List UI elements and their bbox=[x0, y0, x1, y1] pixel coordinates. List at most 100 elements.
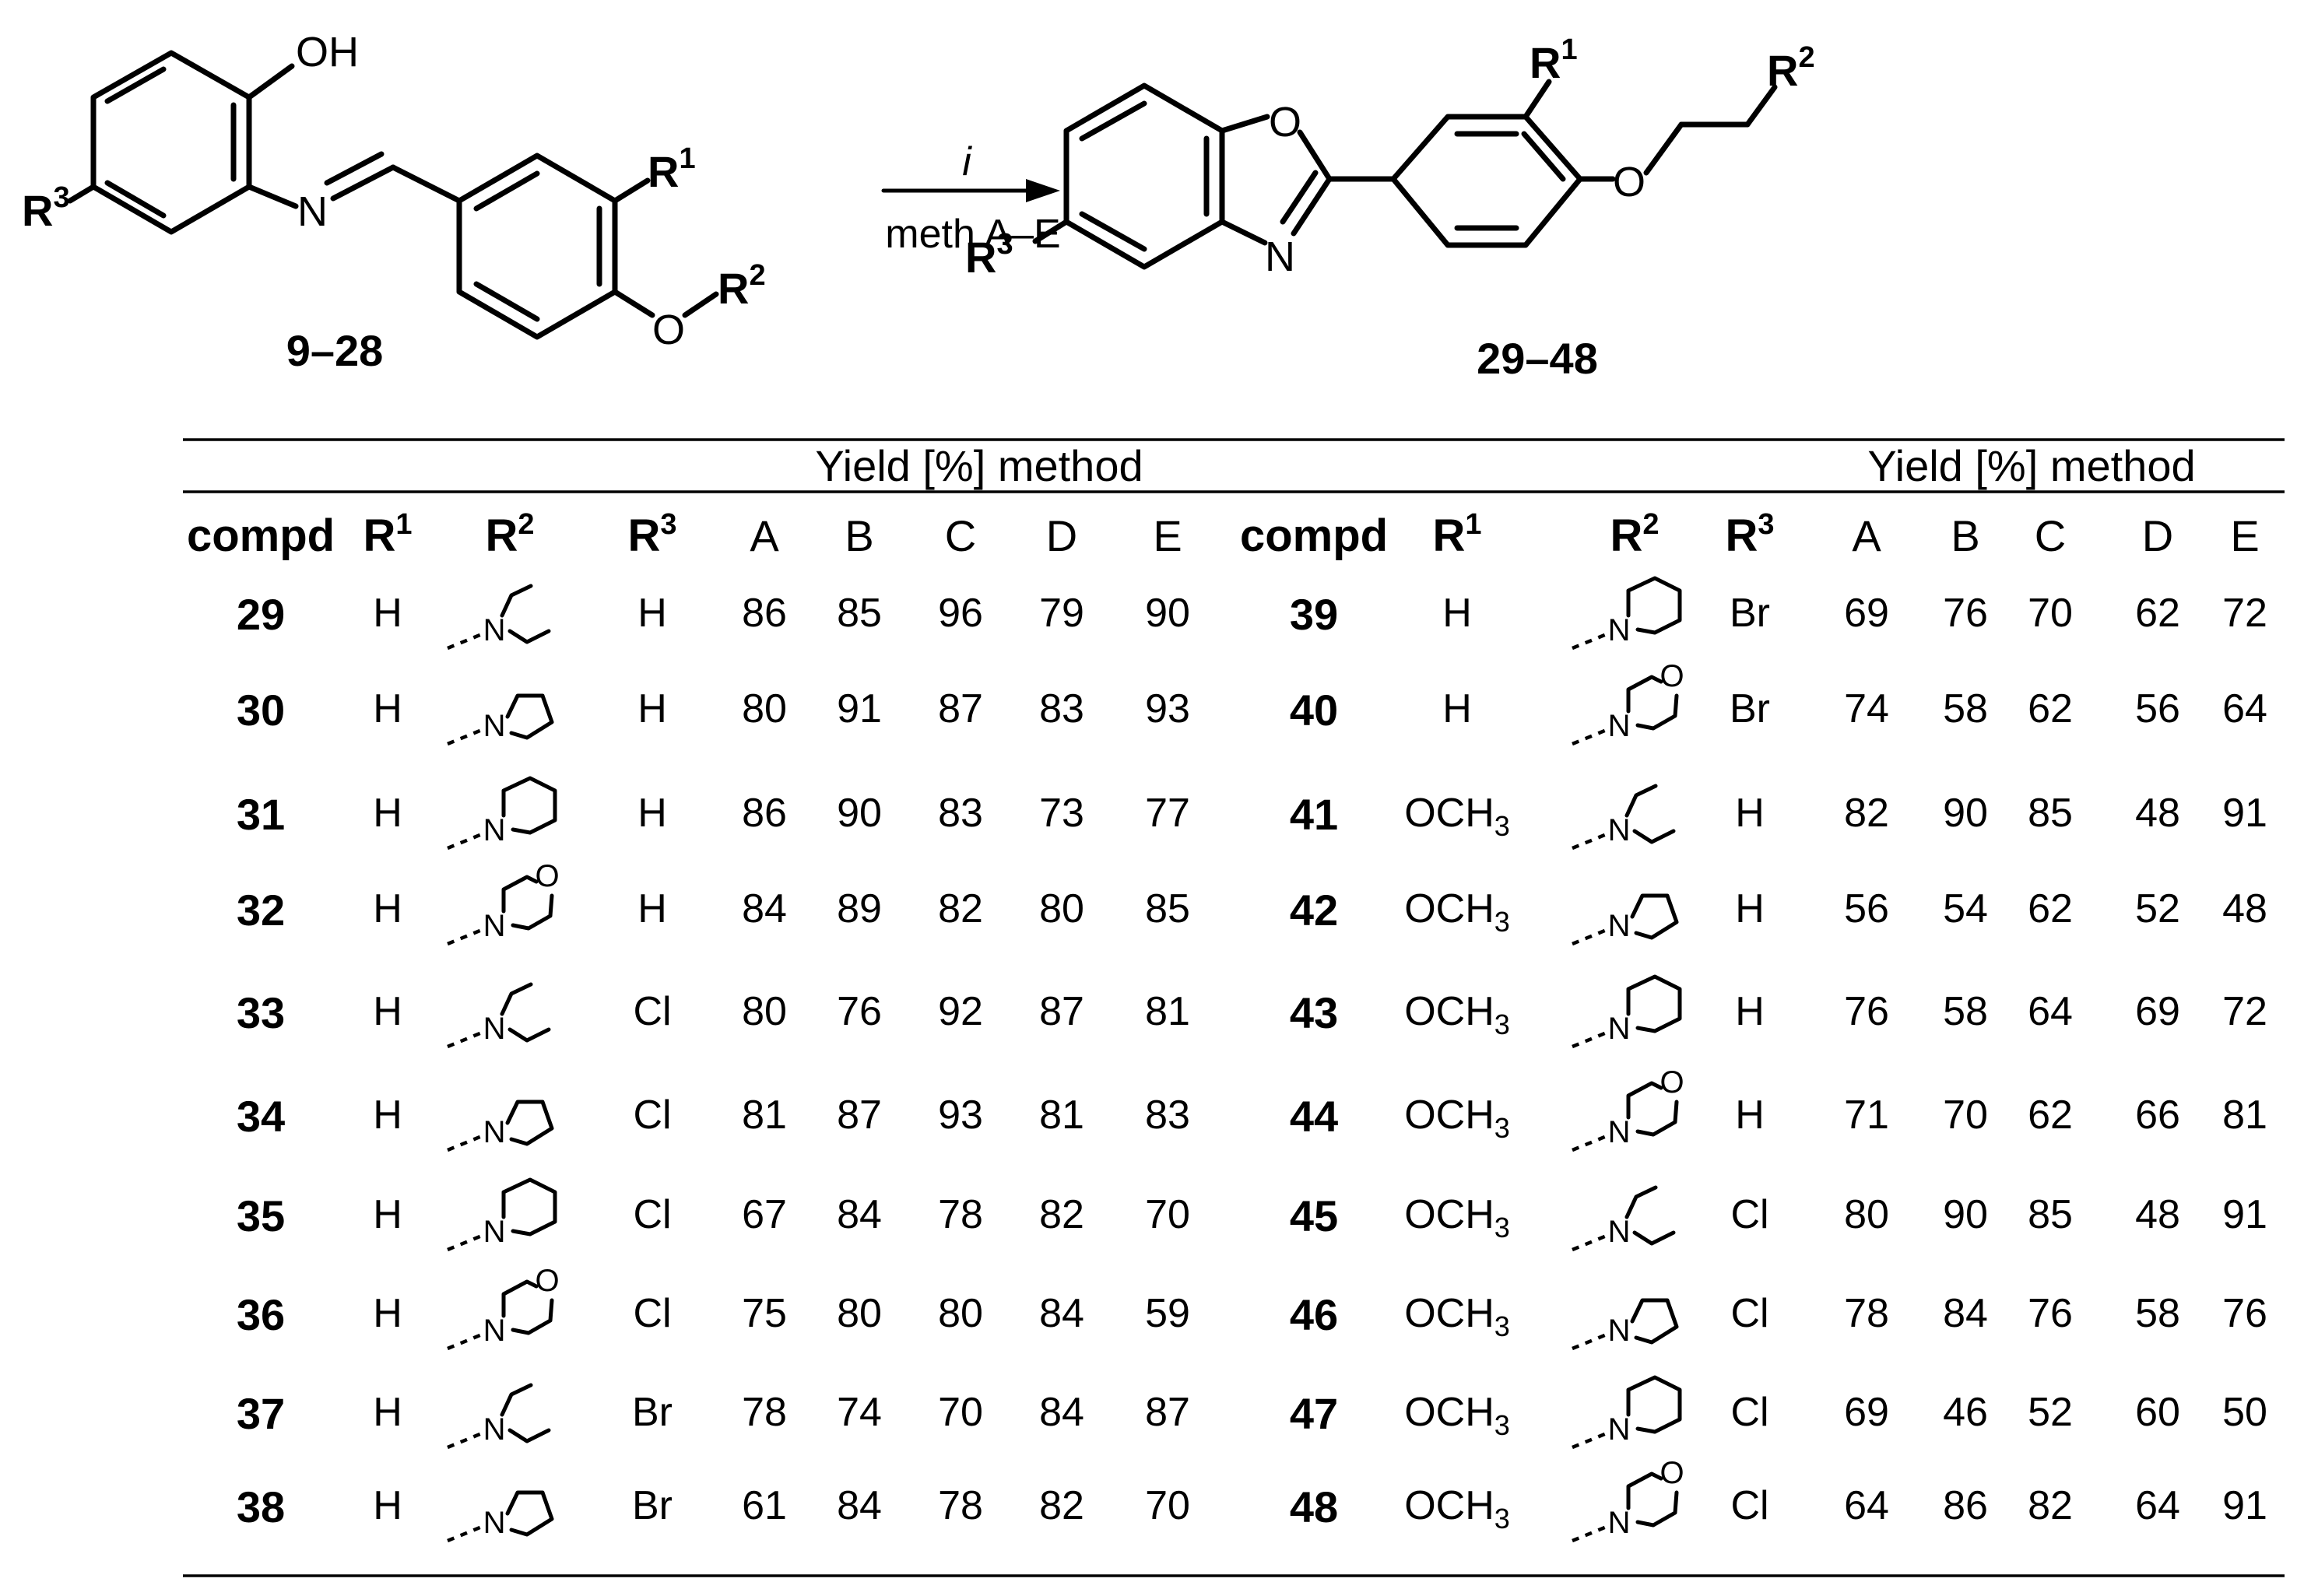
yield-D-cell: 83 bbox=[1039, 686, 1084, 731]
reactant-oh-label: OH bbox=[296, 29, 359, 75]
r1-cell: OCH3 bbox=[1404, 1483, 1510, 1535]
yield-E-cell: 72 bbox=[2222, 989, 2267, 1034]
r1-cell: OCH3 bbox=[1404, 1291, 1510, 1342]
compd-cell: 30 bbox=[237, 686, 285, 735]
r1-cell: H bbox=[373, 686, 402, 731]
r3-cell: H bbox=[637, 791, 667, 836]
yield-A-cell: 80 bbox=[1844, 1192, 1889, 1237]
reactant-r2-label: R2 bbox=[718, 259, 766, 313]
yield-E-cell: 48 bbox=[2222, 886, 2267, 931]
r3-cell: H bbox=[1735, 989, 1765, 1034]
yield-A-cell: 64 bbox=[1844, 1483, 1889, 1528]
conditions-label: meth A–E bbox=[885, 212, 1060, 257]
product-oxazole-n-label: N bbox=[1265, 233, 1295, 280]
product-benzoxazole-ring bbox=[1032, 82, 1333, 270]
yield-E-cell: 83 bbox=[1145, 1093, 1190, 1138]
reactant-r1-label: R1 bbox=[648, 142, 696, 196]
yield-A-cell: 74 bbox=[1844, 686, 1889, 731]
reactant-r3-label: R3 bbox=[22, 181, 70, 235]
compd-cell: 36 bbox=[237, 1290, 285, 1339]
yield-E-cell: 85 bbox=[1145, 886, 1190, 931]
amine-n-atom: N bbox=[1608, 709, 1631, 743]
group-header-right: Yield [%] method bbox=[1867, 441, 2195, 490]
yield-B-cell: 91 bbox=[837, 686, 882, 731]
amine-n-atom: N bbox=[1608, 1215, 1631, 1249]
header-method-C-left: C bbox=[945, 511, 976, 560]
header-method-A-left: A bbox=[750, 511, 779, 560]
yield-B-cell: 46 bbox=[1943, 1390, 1988, 1435]
yield-B-cell: 90 bbox=[837, 791, 882, 836]
yield-D-cell: 82 bbox=[1039, 1483, 1084, 1528]
r2-piperidino-structure: N bbox=[447, 1177, 557, 1252]
yield-B-cell: 87 bbox=[837, 1093, 882, 1138]
r1-cell: H bbox=[373, 886, 402, 931]
compd-cell: 45 bbox=[1290, 1191, 1338, 1240]
yield-B-cell: 76 bbox=[837, 989, 882, 1034]
yield-A-cell: 86 bbox=[742, 591, 787, 636]
amine-n-atom: N bbox=[1608, 1412, 1631, 1447]
yield-A-cell: 76 bbox=[1844, 989, 1889, 1034]
yield-A-cell: 84 bbox=[742, 886, 787, 931]
yield-D-cell: 82 bbox=[1039, 1192, 1084, 1237]
yield-C-cell: 93 bbox=[938, 1093, 983, 1138]
yield-C-cell: 52 bbox=[2028, 1390, 2073, 1435]
product-ether-o-label: O bbox=[1613, 159, 1645, 205]
header-method-A-right: A bbox=[1852, 511, 1881, 560]
amine-n-atom: N bbox=[483, 813, 506, 847]
yield-D-cell: 58 bbox=[2135, 1291, 2180, 1336]
amine-n-atom: N bbox=[483, 1412, 506, 1447]
amine-o-atom: O bbox=[535, 859, 559, 893]
amine-n-atom: N bbox=[483, 909, 506, 943]
yield-D-cell: 56 bbox=[2135, 686, 2180, 731]
yield-C-cell: 78 bbox=[938, 1483, 983, 1528]
r1-cell: H bbox=[373, 1390, 402, 1435]
yield-D-cell: 79 bbox=[1039, 591, 1084, 636]
yield-B-cell: 58 bbox=[1943, 686, 1988, 731]
yield-E-cell: 91 bbox=[2222, 1192, 2267, 1237]
r3-cell: Cl bbox=[633, 1093, 671, 1138]
r2-morpholino-structure: NO bbox=[447, 1264, 560, 1351]
r2-pyrrolidino-structure: N bbox=[1572, 893, 1679, 946]
yield-B-cell: 90 bbox=[1943, 791, 1988, 836]
header-r3-right: R3 bbox=[1725, 508, 1774, 561]
r3-cell: H bbox=[637, 591, 667, 636]
yield-E-cell: 72 bbox=[2222, 591, 2267, 636]
r2-morpholino-structure: NO bbox=[1572, 1065, 1684, 1152]
r1-cell: OCH3 bbox=[1404, 989, 1510, 1040]
r1-cell: OCH3 bbox=[1404, 1192, 1510, 1243]
compd-cell: 31 bbox=[237, 790, 285, 839]
r2-diethylamino-structure: N bbox=[447, 584, 551, 651]
yield-D-cell: 84 bbox=[1039, 1291, 1084, 1336]
yield-C-cell: 80 bbox=[938, 1291, 983, 1336]
yield-A-cell: 69 bbox=[1844, 591, 1889, 636]
yield-D-cell: 62 bbox=[2135, 591, 2180, 636]
yield-D-cell: 69 bbox=[2135, 989, 2180, 1034]
r1-cell: H bbox=[373, 1291, 402, 1336]
r2-pyrrolidino-structure: N bbox=[447, 1490, 554, 1543]
header-method-B-right: B bbox=[1951, 511, 1979, 560]
amine-n-atom: N bbox=[483, 709, 506, 743]
yield-C-cell: 78 bbox=[938, 1192, 983, 1237]
compd-cell: 29 bbox=[237, 590, 285, 639]
yield-B-cell: 84 bbox=[1943, 1291, 1988, 1336]
yield-B-cell: 70 bbox=[1943, 1093, 1988, 1138]
amine-n-atom: N bbox=[1608, 1314, 1631, 1348]
r3-cell: H bbox=[1735, 791, 1765, 836]
r3-cell: Cl bbox=[1730, 1483, 1768, 1528]
yield-B-cell: 58 bbox=[1943, 989, 1988, 1034]
yield-B-cell: 89 bbox=[837, 886, 882, 931]
r3-cell: H bbox=[637, 686, 667, 731]
amine-n-atom: N bbox=[483, 1012, 506, 1046]
r1-cell: H bbox=[373, 791, 402, 836]
compd-cell: 34 bbox=[237, 1092, 285, 1141]
r1-cell: H bbox=[373, 591, 402, 636]
header-method-D-right: D bbox=[2142, 511, 2173, 560]
